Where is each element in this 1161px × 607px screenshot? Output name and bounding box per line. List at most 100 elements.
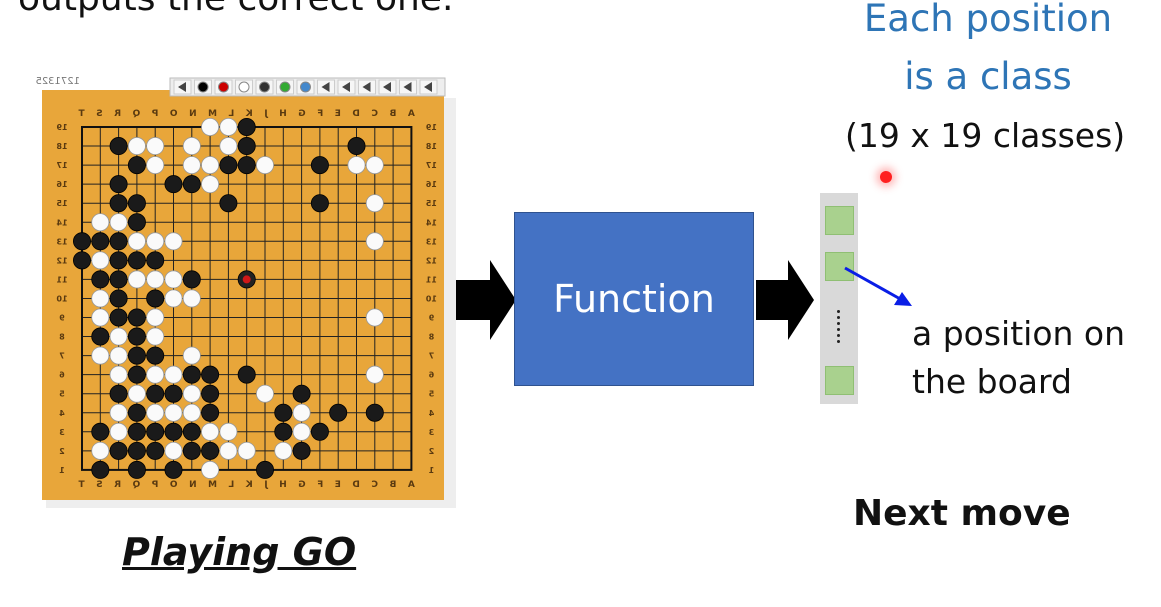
white-stone <box>146 156 165 175</box>
black-stone <box>201 403 220 422</box>
black-stone <box>146 251 165 270</box>
row-label: 3 <box>59 428 65 437</box>
row-label: 17 <box>56 161 67 170</box>
black-stone <box>310 194 329 213</box>
black-stone <box>109 232 128 251</box>
black-stone <box>310 156 329 175</box>
row-label: 15 <box>56 199 68 208</box>
white-stone <box>182 403 201 422</box>
black-stone <box>127 156 146 175</box>
input-arrow-icon <box>456 260 516 340</box>
black-stone <box>146 346 165 365</box>
black-stone <box>201 365 220 384</box>
white-stone <box>365 308 384 327</box>
row-label: 19 <box>425 123 437 132</box>
black-stone <box>109 441 128 460</box>
white-stone <box>146 270 165 289</box>
black-stone <box>73 232 92 251</box>
black-stone <box>91 422 110 441</box>
black-stone <box>91 232 110 251</box>
row-label: 17 <box>426 161 437 170</box>
black-stone <box>127 422 146 441</box>
white-stone <box>365 156 384 175</box>
output-cell <box>825 366 854 395</box>
black-stone <box>182 175 201 194</box>
row-label: 13 <box>56 237 67 246</box>
white-stone <box>127 384 146 403</box>
ellipsis-dot <box>837 340 840 343</box>
white-stone <box>219 118 238 137</box>
go-board: 1271325ABCDEFGHJKLMNOPQRSTABCDEFGHJKLMNO… <box>35 76 456 508</box>
row-label: 7 <box>59 352 65 361</box>
white-stone <box>146 403 165 422</box>
black-stone <box>292 441 311 460</box>
black-stone <box>292 384 311 403</box>
row-label: 18 <box>425 142 437 151</box>
black-stone <box>91 270 110 289</box>
position-label: a position on the board <box>912 310 1125 406</box>
black-stone <box>237 156 256 175</box>
row-label: 3 <box>429 428 435 437</box>
black-stone <box>182 270 201 289</box>
white-stone-icon-glyph <box>238 81 250 93</box>
white-stone <box>219 441 238 460</box>
prev-fast-icon-glyph <box>342 82 350 92</box>
black-stone <box>127 251 146 270</box>
slide-top-text: outputs the correct one. <box>18 0 453 19</box>
ellipsis-dot <box>837 316 840 319</box>
row-label: 9 <box>428 314 434 323</box>
black-stone <box>91 327 110 346</box>
black-stone <box>109 308 128 327</box>
white-stone <box>365 232 384 251</box>
white-stone <box>274 441 293 460</box>
white-stone <box>347 156 366 175</box>
white-stone <box>164 403 183 422</box>
black-stone <box>237 118 256 137</box>
output-cell <box>825 252 854 281</box>
black-stone <box>109 270 128 289</box>
row-label: 16 <box>425 180 437 189</box>
white-stone <box>146 232 165 251</box>
white-stone <box>201 422 220 441</box>
black-stone <box>146 289 165 308</box>
next-move-label: Next move <box>853 493 1071 534</box>
row-label: 4 <box>428 409 434 418</box>
white-stone <box>109 213 128 232</box>
pointer-arrow-icon <box>844 266 912 306</box>
row-label: 14 <box>425 218 437 227</box>
black-stone <box>164 384 183 403</box>
position-label-line-2: the board <box>912 362 1072 401</box>
black-stone <box>109 137 128 156</box>
black-stone <box>109 251 128 270</box>
ellipsis-dot <box>837 334 840 337</box>
black-stone <box>127 308 146 327</box>
black-stone <box>219 194 238 213</box>
white-stone <box>127 232 146 251</box>
row-label: 4 <box>59 409 65 418</box>
row-label: 2 <box>429 447 435 456</box>
classes-note: (19 x 19 classes) <box>845 116 1126 155</box>
ellipsis-dot <box>837 310 840 313</box>
tree-icon-glyph <box>279 81 291 93</box>
white-stone <box>219 422 238 441</box>
column-labels-bottom: ABCDEFGHJKLMNOPQRST <box>78 480 415 490</box>
black-stone-icon-glyph <box>197 81 209 93</box>
white-stone <box>109 327 128 346</box>
row-label: 10 <box>56 294 68 303</box>
row-label: 8 <box>428 333 434 342</box>
black-stone <box>255 460 274 479</box>
ellipsis-dot <box>837 322 840 325</box>
row-label: 18 <box>56 142 68 151</box>
next-icon-glyph <box>383 82 391 92</box>
black-stone <box>109 289 128 308</box>
column-labels-top: ABCDEFGHJKLMNOPQRST <box>78 109 415 119</box>
black-stone <box>127 213 146 232</box>
black-stone-icon-glyph <box>259 81 270 93</box>
output-vector <box>820 193 858 404</box>
white-stone <box>201 175 220 194</box>
row-label: 1 <box>428 466 434 475</box>
black-stone <box>73 251 92 270</box>
white-stone <box>182 137 201 156</box>
black-stone <box>310 422 329 441</box>
white-stone <box>201 156 220 175</box>
